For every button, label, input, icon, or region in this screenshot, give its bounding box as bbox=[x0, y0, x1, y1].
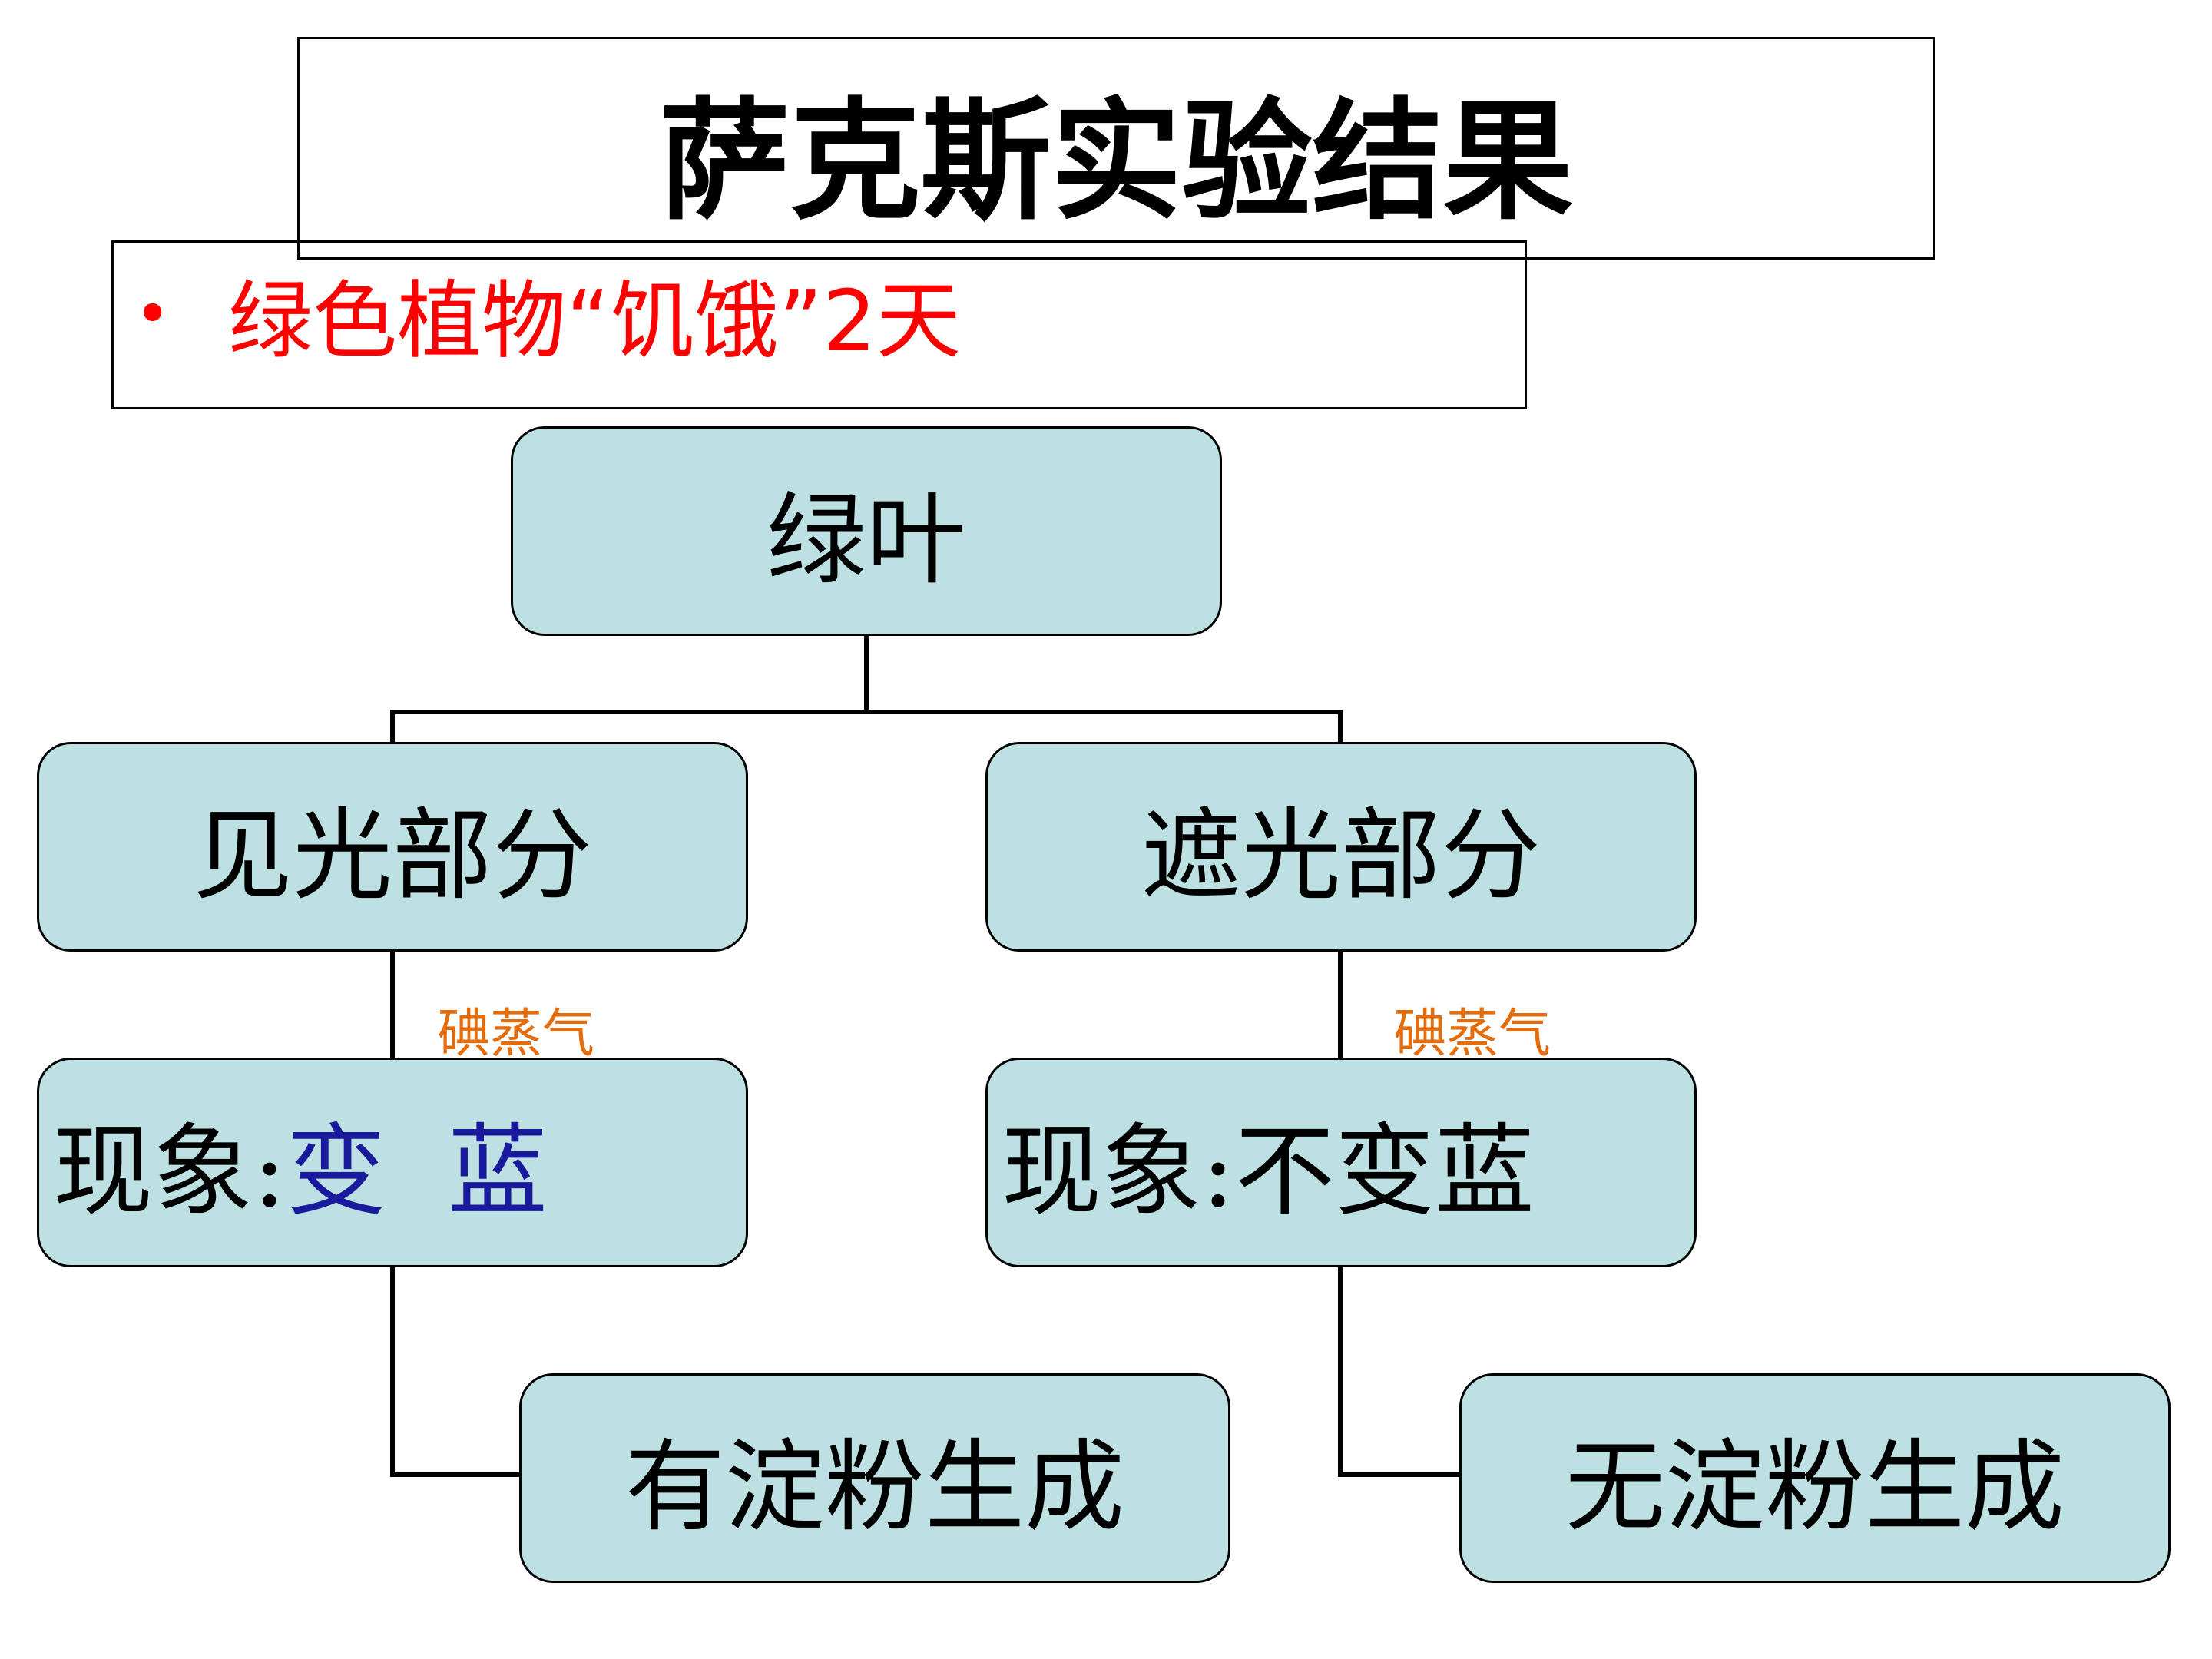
reagent-label-right: 碘蒸气 bbox=[1394, 1004, 1551, 1065]
title-frame bbox=[297, 37, 1936, 260]
node-starch-no: 无淀粉生成 bbox=[1459, 1373, 2171, 1583]
reagent-label-left: 碘蒸气 bbox=[438, 1004, 595, 1065]
connector-result-lit-to-starch bbox=[390, 1267, 519, 1477]
node-green-leaf: 绿叶 bbox=[511, 426, 1222, 636]
bullet-icon: • bbox=[134, 277, 171, 349]
subtitle-text: 绿色植物“饥饿”2天 bbox=[228, 272, 962, 370]
node-shaded-part: 遮光部分 bbox=[985, 742, 1697, 952]
connector-root-to-branches bbox=[390, 636, 1343, 742]
node-starch-yes: 有淀粉生成 bbox=[519, 1373, 1230, 1583]
slide-title: 萨克斯实验结果 bbox=[659, 86, 1574, 238]
result-lit-value-2: 蓝 bbox=[447, 1112, 548, 1230]
result-lit-value-1: 变 bbox=[286, 1112, 386, 1230]
connector-result-shaded-to-starch bbox=[1338, 1267, 1459, 1477]
result-lit-label: 现象: bbox=[53, 1112, 286, 1230]
node-lit-part: 见光部分 bbox=[37, 742, 748, 952]
node-result-lit: 现象: 变 蓝 bbox=[37, 1058, 748, 1267]
subtitle-frame bbox=[111, 240, 1527, 409]
subtitle-line: • 绿色植物“饥饿”2天 bbox=[134, 252, 961, 375]
node-result-shaded: 现象:不变蓝 bbox=[985, 1058, 1697, 1267]
